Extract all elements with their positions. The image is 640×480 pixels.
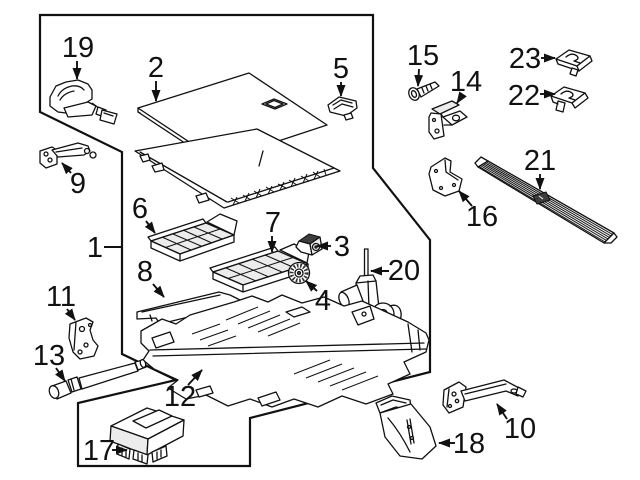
callout-arrow-9 <box>61 162 73 175</box>
part-23-drawing <box>555 49 593 77</box>
part-10-drawing <box>442 379 527 414</box>
part-number-6: 6 <box>132 193 148 225</box>
group-boundary-outline <box>38 13 432 468</box>
callout-arrow-11 <box>64 308 76 321</box>
part-number-18: 18 <box>453 428 485 460</box>
part-17-drawing <box>109 407 185 465</box>
part-number-13: 13 <box>33 340 65 372</box>
part-number-16: 16 <box>466 201 498 233</box>
part-number-7: 7 <box>265 207 281 239</box>
part-number-4: 4 <box>315 285 331 317</box>
part-number-19: 19 <box>62 32 94 64</box>
panel-handle <box>261 98 288 110</box>
part-number-15: 15 <box>407 40 439 72</box>
part-number-20: 20 <box>388 255 420 287</box>
part-11-drawing <box>68 317 99 360</box>
part-number-9: 9 <box>70 168 86 200</box>
tray-grid <box>161 226 223 251</box>
part-number-5: 5 <box>333 53 349 85</box>
mat-hatch-pattern <box>230 168 327 206</box>
part-number-3: 3 <box>334 231 350 263</box>
tray-grid <box>225 254 296 282</box>
part-16-drawing <box>428 157 463 197</box>
part-number-17: 17 <box>83 435 115 467</box>
part-13-drawing <box>48 358 147 400</box>
part-12-drawing <box>140 294 430 408</box>
callout-arrow-14 <box>456 91 467 104</box>
part-number-10: 10 <box>504 413 536 445</box>
part-19-drawing <box>49 79 118 125</box>
callout-arrow-16 <box>458 190 473 207</box>
part-number-14: 14 <box>450 66 482 98</box>
part-number-21: 21 <box>524 145 556 177</box>
callout-arrow-13 <box>55 367 66 382</box>
callout-arrow-12 <box>187 369 203 386</box>
part-number-8: 8 <box>137 256 153 288</box>
callout-arrow-4 <box>305 280 318 292</box>
part-1-mat-drawing <box>134 128 341 209</box>
part-5-drawing <box>327 96 358 121</box>
part-number-1: 1 <box>87 232 103 264</box>
callout-arrow-6 <box>144 220 156 234</box>
callout-arrow-10 <box>496 403 508 420</box>
part-6-drawing <box>147 213 238 262</box>
part-21-drawing <box>474 156 618 244</box>
part-4-drawing <box>287 261 311 285</box>
callout-arrow-8 <box>152 283 165 298</box>
part-9-drawing <box>39 142 97 169</box>
part-number-12: 12 <box>164 381 196 413</box>
callout-arrow-15 <box>414 68 424 87</box>
floor-ribs <box>191 306 379 391</box>
part-15-drawing <box>408 81 440 101</box>
part-number-2: 2 <box>148 52 164 84</box>
part-number-11: 11 <box>46 281 76 313</box>
part-18-drawing <box>375 395 437 460</box>
part-number-23: 23 <box>509 43 541 75</box>
part-number-22: 22 <box>508 80 540 112</box>
part-22-drawing <box>550 86 589 113</box>
part-14-drawing <box>428 100 468 140</box>
